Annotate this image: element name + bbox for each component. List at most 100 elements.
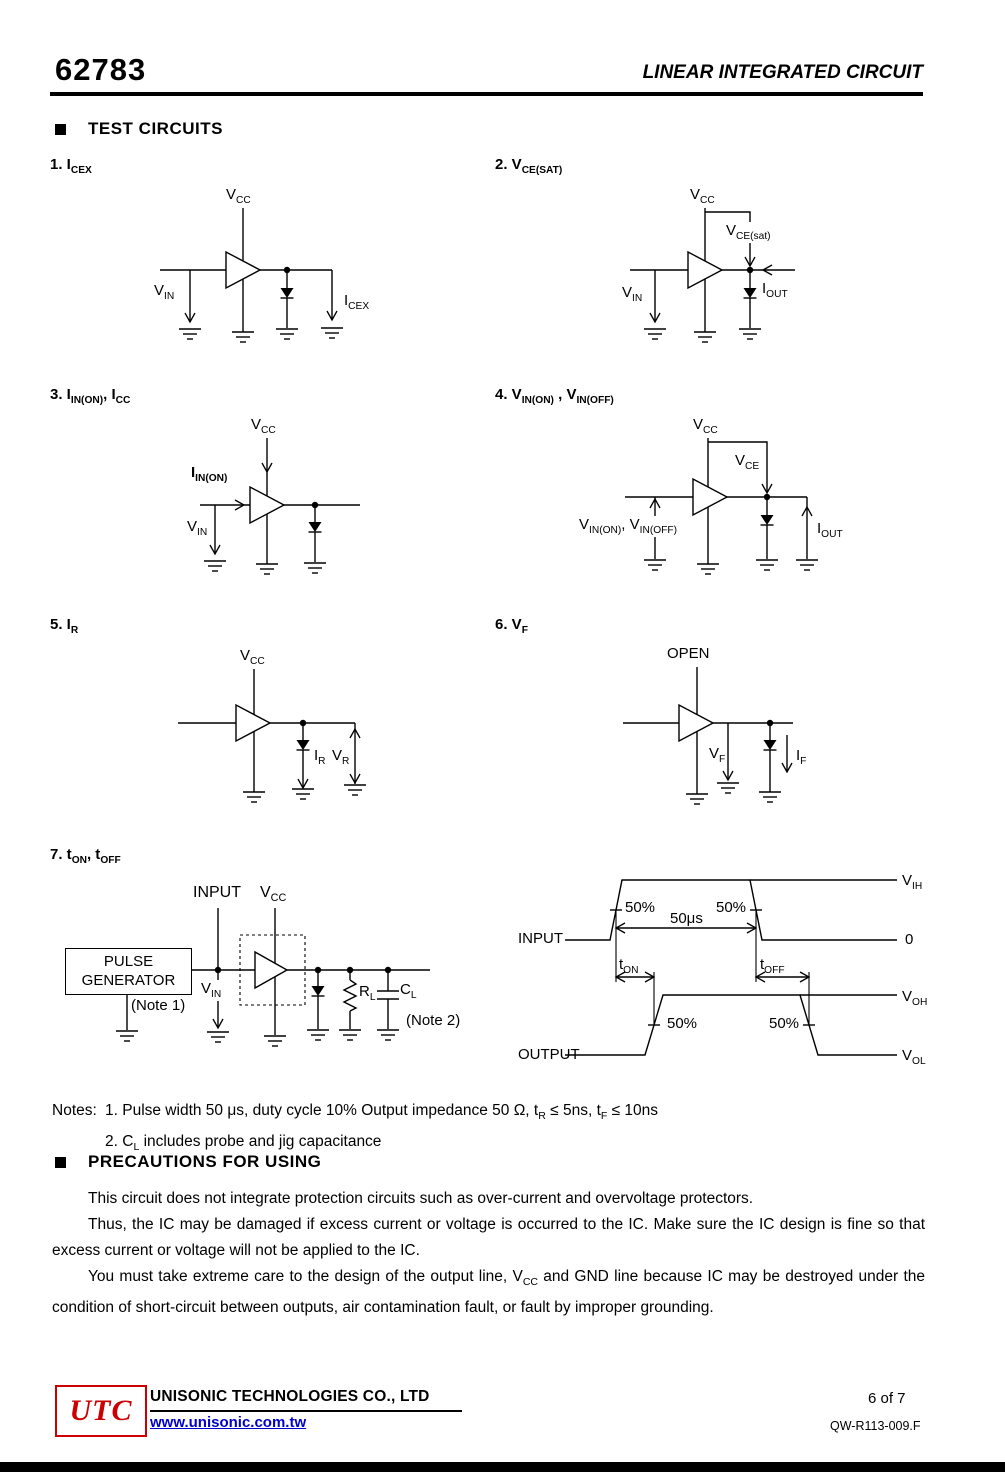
doc-title: LINEAR INTEGRATED CIRCUIT (642, 62, 923, 83)
voh-label: VOH (902, 988, 928, 1008)
pulse-generator-line2: GENERATOR (81, 971, 176, 989)
test-circuit-5: VCC IR VR (170, 645, 380, 810)
section-bullet-icon (55, 1156, 66, 1168)
node-dot (314, 966, 322, 974)
ground-icon (320, 327, 344, 339)
utc-logo-text: UTC (69, 1394, 133, 1427)
test-circuit-7-setup: PULSE GENERATOR INPUT VCC (Note 1) VIN R… (55, 880, 485, 1070)
section-test-circuits: TEST CIRCUITS (55, 119, 223, 139)
timing-waveforms (565, 879, 897, 1056)
node-dot (763, 493, 771, 501)
ground-icon (206, 1031, 230, 1043)
c2-vcc-label: VCC (690, 186, 715, 206)
toff-label: tOFF (760, 956, 785, 976)
c4-vin-onoff-label: VIN(ON), VIN(OFF) (577, 516, 679, 537)
node-dot (311, 501, 319, 509)
precaution-paragraph-1: This circuit does not integrate protecti… (88, 1190, 754, 1207)
buffer-triangle (678, 703, 715, 743)
diode-icon (742, 287, 758, 299)
pulse-generator-line1: PULSE (103, 952, 154, 970)
note-1-text: 1. Pulse width 50 μs, duty cycle 10% Out… (105, 1102, 659, 1123)
section-test-circuits-label: TEST CIRCUITS (88, 119, 223, 138)
circuit-1-title: 1. ICEX (50, 156, 92, 176)
test-circuit-2: VCC VCE(sat) VIN IOUT (600, 182, 840, 367)
note-2-text: 2. CL includes probe and jig capacitance (105, 1133, 382, 1154)
ground-icon (716, 782, 740, 794)
circuit-wires (200, 438, 360, 564)
ground-icon (291, 788, 315, 800)
c5-vr-label: VR (332, 747, 350, 767)
ground-icon (643, 328, 667, 340)
fall-50pct-output-label: 50% (769, 1015, 800, 1032)
part-number: 62783 (55, 52, 147, 87)
diode-icon (279, 287, 295, 299)
circuit-3-schematic (200, 438, 360, 575)
circuit-7-schematic (115, 908, 430, 1047)
c6-if-label: IF (796, 747, 807, 767)
buffer-triangle (254, 950, 289, 990)
website-link[interactable]: www.unisonic.com.tw (150, 1414, 307, 1431)
precaution-paragraph-2: Thus, the IC may be damaged if excess cu… (52, 1216, 925, 1259)
diode-icon (295, 739, 311, 751)
doc-code: QW-R113-009.F (830, 1419, 921, 1433)
section-precautions: PRECAUTIONS FOR USING (55, 1152, 321, 1172)
c4-vcc-label: VCC (693, 416, 718, 436)
timing-input-label: INPUT (518, 930, 563, 947)
dut-dashed-box (239, 934, 306, 1006)
circuit-3-title: 3. IIN(ON), ICC (50, 386, 131, 406)
circuit-4-schematic (625, 438, 819, 575)
company-name: UNISONIC TECHNOLOGIES CO., LTD (150, 1388, 430, 1405)
ground-icon (263, 1035, 287, 1047)
c7-note1-label: (Note 1) (131, 997, 186, 1014)
test-circuit-4: VCC VCE VIN(ON), VIN(OFF) IOUT (575, 412, 865, 587)
timing-output-label: OUTPUT (518, 1046, 580, 1063)
ground-icon (685, 793, 709, 805)
buffer-triangle (687, 250, 724, 290)
circuit-6-schematic (623, 667, 793, 805)
node-dot (299, 719, 307, 727)
ground-icon (696, 563, 720, 575)
buffer-triangle (225, 250, 262, 290)
ground-icon (643, 559, 667, 571)
circuit-1-schematic (160, 208, 344, 343)
node-dot (346, 966, 354, 974)
c1-vcc-label: VCC (226, 186, 251, 206)
ground-icon (231, 331, 255, 343)
ground-icon (758, 791, 782, 803)
circuit-4-title: 4. VIN(ON) , VIN(OFF) (495, 386, 614, 406)
c3-vcc-label: VCC (251, 416, 276, 436)
circuit-6-title: 6. VF (495, 616, 528, 636)
node-dot (283, 266, 291, 274)
c7-input-label: INPUT (193, 884, 241, 901)
node-dot (746, 266, 754, 274)
buffer-triangle (249, 485, 286, 525)
ground-icon (115, 1030, 139, 1042)
c3-vin-label: VIN (187, 518, 208, 538)
c6-open-label: OPEN (667, 645, 710, 662)
ground-icon (255, 563, 279, 575)
c1-icex-label: ICEX (344, 292, 370, 312)
circuit-wires (630, 208, 795, 332)
node-dot (384, 966, 392, 974)
c2-iout-label: IOUT (762, 280, 788, 300)
c7-note2-label: (Note 2) (406, 1012, 461, 1029)
circuit-wires (623, 667, 793, 794)
vol-label: VOL (902, 1047, 926, 1067)
zero-level-label: 0 (905, 931, 914, 948)
c2-vin-label: VIN (622, 284, 643, 304)
ground-icon (795, 559, 819, 571)
company-underline (150, 1410, 462, 1412)
ground-icon (755, 559, 779, 571)
pulse-generator-box: PULSE GENERATOR (65, 948, 192, 995)
c5-ir-label: IR (314, 747, 326, 767)
ton-label: tON (619, 956, 639, 976)
circuit-2-title: 2. VCE(SAT) (495, 156, 563, 176)
c7-vcc-label: VCC (260, 884, 287, 905)
note-line-2: 2. CL includes probe and jig capacitance (52, 1129, 932, 1160)
circuit-7-title: 7. tON, tOFF (50, 846, 121, 866)
section-precautions-label: PRECAUTIONS FOR USING (88, 1152, 322, 1171)
circuit-wires (178, 669, 356, 792)
c7-rl-label: RL (359, 983, 376, 1003)
diode-icon (307, 521, 323, 533)
fall-50pct-input-label: 50% (716, 899, 747, 916)
